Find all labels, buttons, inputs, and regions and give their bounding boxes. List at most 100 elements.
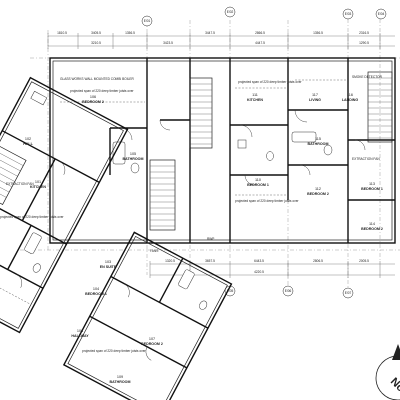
svg-text:104: 104 [93, 287, 99, 291]
svg-text:3447.5: 3447.5 [205, 31, 215, 35]
svg-text:3210.5: 3210.5 [91, 41, 101, 45]
svg-text:114: 114 [369, 222, 375, 226]
svg-text:HALL: HALL [23, 142, 33, 146]
svg-text:116: 116 [347, 93, 353, 97]
svg-text:HALLWAY: HALLWAY [71, 334, 89, 338]
svg-text:112: 112 [315, 187, 321, 191]
svg-text:4220.5: 4220.5 [254, 270, 264, 274]
room-living-117: 117 LIVING [309, 93, 321, 102]
grid-bubble-6: E/06 [282, 285, 294, 297]
room-bathroom-105: 105 BATHROOM [123, 152, 144, 161]
svg-text:BEDROOM 1: BEDROOM 1 [85, 292, 107, 296]
svg-text:E/07: E/07 [345, 291, 352, 295]
room-bedroom-1-110: 110 BEDROOM 1 [247, 178, 269, 187]
left-block-walls [0, 76, 129, 334]
svg-text:117: 117 [312, 93, 318, 97]
north-arrow-icon [392, 344, 400, 360]
rwp-note: RWP [207, 237, 214, 241]
svg-text:BEDROOM 2: BEDROOM 2 [82, 100, 104, 104]
svg-text:1320.5: 1320.5 [165, 259, 175, 263]
door-swings [119, 109, 366, 186]
span-note-5: projected span of 220 deep timber joists… [82, 349, 147, 353]
svg-text:BATHROOM: BATHROOM [110, 380, 131, 384]
grid-bubble-3: E/03 [342, 8, 354, 20]
svg-text:EN SUITE: EN SUITE [100, 265, 117, 269]
grid-bubble-4: E/04 [375, 8, 387, 20]
svg-text:105: 105 [130, 152, 136, 156]
svg-text:4447.5: 4447.5 [255, 41, 265, 45]
top-dimension-string: 1810.5 3405.5 1356.5 3447.5 2866.5 1356.… [47, 31, 395, 49]
svg-text:1356.5: 1356.5 [125, 31, 135, 35]
svg-text:113: 113 [369, 182, 375, 186]
svg-text:1356.5: 1356.5 [313, 31, 323, 35]
span-note-4: projected span of 220 deep timber joists… [0, 215, 65, 219]
room-en-suite-103: 103 EN SUITE [100, 260, 117, 269]
span-note-2: projected span of 220 deep timber joists… [238, 80, 303, 84]
svg-text:1810.5: 1810.5 [57, 31, 67, 35]
svg-text:E/03: E/03 [345, 12, 352, 16]
north-arrow: North [375, 344, 400, 400]
span-note-3: projected span of 220 deep timber joists… [235, 199, 300, 203]
svg-text:2005.5: 2005.5 [359, 259, 369, 263]
svg-text:KITCHEN: KITCHEN [30, 185, 46, 189]
room-bedroom-1-104: 104 BEDROOM 1 [85, 287, 107, 296]
svg-text:LANDING: LANDING [342, 98, 359, 102]
room-landing-116: 116 LANDING [342, 93, 359, 102]
svg-text:109: 109 [117, 375, 123, 379]
svg-text:3423.5: 3423.5 [163, 41, 173, 45]
room-kitchen-111: 111 KITCHEN [247, 93, 263, 102]
svg-text:115: 115 [315, 137, 321, 141]
svg-text:2316.5: 2316.5 [359, 31, 369, 35]
room-bedroom-2-112: 112 BEDROOM 2 [307, 187, 329, 196]
grid-bubble-1: E/01 [141, 15, 153, 27]
svg-text:BEDROOM 2: BEDROOM 2 [361, 227, 383, 231]
svg-text:E/02: E/02 [227, 10, 234, 14]
svg-text:101: 101 [35, 180, 41, 184]
smoke-detector-note: SMOKE DETECTOR [352, 75, 383, 79]
extraction-note-2: EXTRACTION FAN [352, 157, 380, 161]
svg-text:BATHROOM: BATHROOM [123, 157, 144, 161]
right-block-walls [49, 57, 396, 244]
span-note-1: projected span of 220 deep timber joists… [70, 89, 135, 93]
svg-text:BEDROOM 1: BEDROOM 1 [361, 187, 383, 191]
svg-text:BEDROOM 2: BEDROOM 2 [307, 192, 329, 196]
room-bedroom-1-113: 113 BEDROOM 1 [361, 182, 383, 191]
svg-text:3657.5: 3657.5 [205, 259, 215, 263]
room-hall-102: 102 HALL [23, 137, 33, 146]
svg-text:102: 102 [25, 137, 31, 141]
extraction-note-1: EXTRACTION FAN [6, 182, 34, 186]
svg-text:E/05: E/05 [227, 289, 234, 293]
svg-text:E/04: E/04 [378, 12, 385, 16]
lower-wing-walls [62, 231, 233, 400]
svg-text:108: 108 [77, 329, 83, 333]
svg-text:BEDROOM 2: BEDROOM 2 [141, 342, 163, 346]
boiler-note: GLASS WORKS WALL MOUNTED COMBI BOILER [60, 77, 134, 81]
svg-text:103: 103 [105, 260, 111, 264]
svg-text:KITCHEN: KITCHEN [247, 98, 263, 102]
svg-text:106: 106 [90, 95, 96, 99]
svg-text:2806.5: 2806.5 [313, 259, 323, 263]
joist-span-lines [60, 79, 346, 196]
svg-text:2866.5: 2866.5 [255, 31, 265, 35]
svg-text:BATHROOM: BATHROOM [308, 142, 329, 146]
svg-text:6443.5: 6443.5 [254, 259, 264, 263]
stair-right [367, 71, 393, 143]
room-bedroom-2-106: 106 BEDROOM 2 [82, 95, 104, 104]
room-bedroom-2-107: 107 BEDROOM 2 [141, 337, 163, 346]
stair-centre [149, 77, 213, 231]
svg-text:LIVING: LIVING [309, 98, 321, 102]
grid-lines [20, 10, 400, 290]
room-hallway-108: 108 HALLWAY [71, 329, 89, 338]
svg-text:E/01: E/01 [144, 19, 151, 23]
room-bedroom-2-114: 114 BEDROOM 2 [361, 222, 383, 231]
room-kitchen-101: 101 KITCHEN [30, 180, 46, 189]
svg-text:BEDROOM 1: BEDROOM 1 [247, 183, 269, 187]
room-bathroom-109: 109 BATHROOM [110, 375, 131, 384]
svg-text:1290.5: 1290.5 [359, 41, 369, 45]
svg-text:110: 110 [255, 178, 261, 182]
grid-bubble-2: E/02 [224, 6, 236, 18]
fans-note: FANS [150, 249, 158, 253]
svg-text:3405.5: 3405.5 [91, 31, 101, 35]
grid-bubble-7: E/07 [342, 287, 354, 299]
